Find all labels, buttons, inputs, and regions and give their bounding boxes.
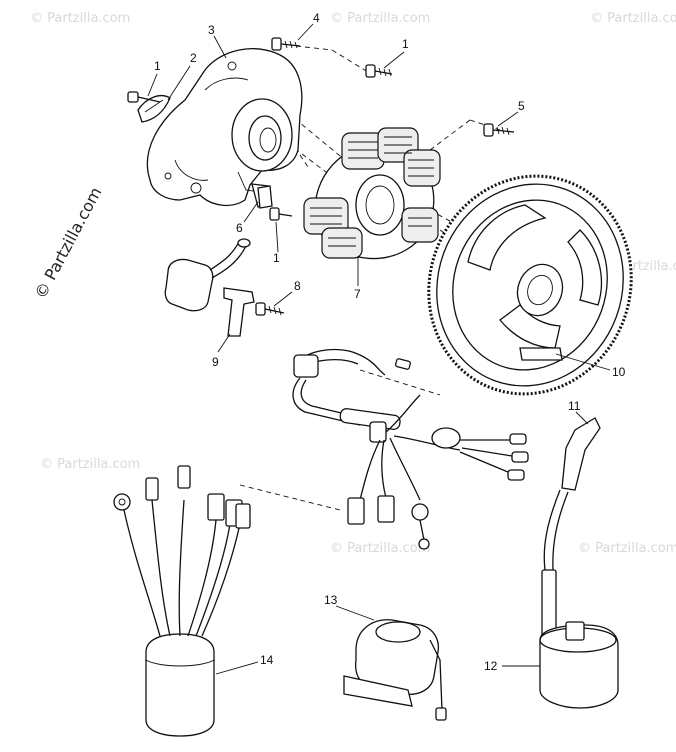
watermark-tile: © Partzilla.com: [330, 11, 430, 26]
callout-11: 11: [568, 399, 581, 413]
callout-5: 5: [518, 99, 525, 113]
callout-1: 1: [273, 251, 280, 265]
callout-12: 12: [484, 659, 498, 673]
callout-9: 9: [212, 355, 219, 369]
callout-3: 3: [208, 23, 215, 37]
screw: [127, 91, 161, 103]
screw: [269, 207, 293, 221]
stator: [303, 127, 441, 260]
watermark-tile: © Partzilla.com: [30, 11, 130, 26]
callout-14: 14: [260, 653, 274, 667]
callout-1: 1: [154, 59, 161, 73]
small-clip: [257, 185, 273, 209]
callout-labels: 1 1 1 2 3 4 5 6 7 8 9 10 11 12 13 14: [154, 11, 626, 673]
housing-plate: [146, 48, 303, 208]
pickup-coil: [164, 238, 255, 337]
callout-6: 6: [236, 221, 243, 235]
watermark-tile: © Partzilla.com: [578, 541, 676, 556]
callout-4: 4: [313, 11, 320, 25]
callout-7: 7: [354, 287, 361, 301]
flywheel: [427, 174, 633, 396]
screw: [365, 64, 393, 78]
watermark-side: © Partzilla.com: [31, 184, 106, 302]
starter-solenoid: [343, 619, 447, 721]
watermark-tile: © Partzilla.com: [330, 541, 430, 556]
screw: [255, 302, 285, 316]
leader-lines: [147, 23, 611, 675]
watermark-tile: © Partzilla.com: [590, 11, 676, 26]
callout-10: 10: [612, 365, 626, 379]
wiring-harness: [292, 348, 529, 550]
callout-8: 8: [294, 279, 301, 293]
callout-2: 2: [190, 51, 197, 65]
callout-1: 1: [402, 37, 409, 51]
callout-13: 13: [324, 593, 338, 607]
wire-clip: [137, 95, 171, 123]
cdi-module: [113, 465, 251, 737]
screw: [271, 37, 301, 51]
ignition-coil: [539, 417, 619, 709]
screw: [483, 123, 515, 137]
watermark-tile: © Partzilla.com: [40, 457, 140, 472]
